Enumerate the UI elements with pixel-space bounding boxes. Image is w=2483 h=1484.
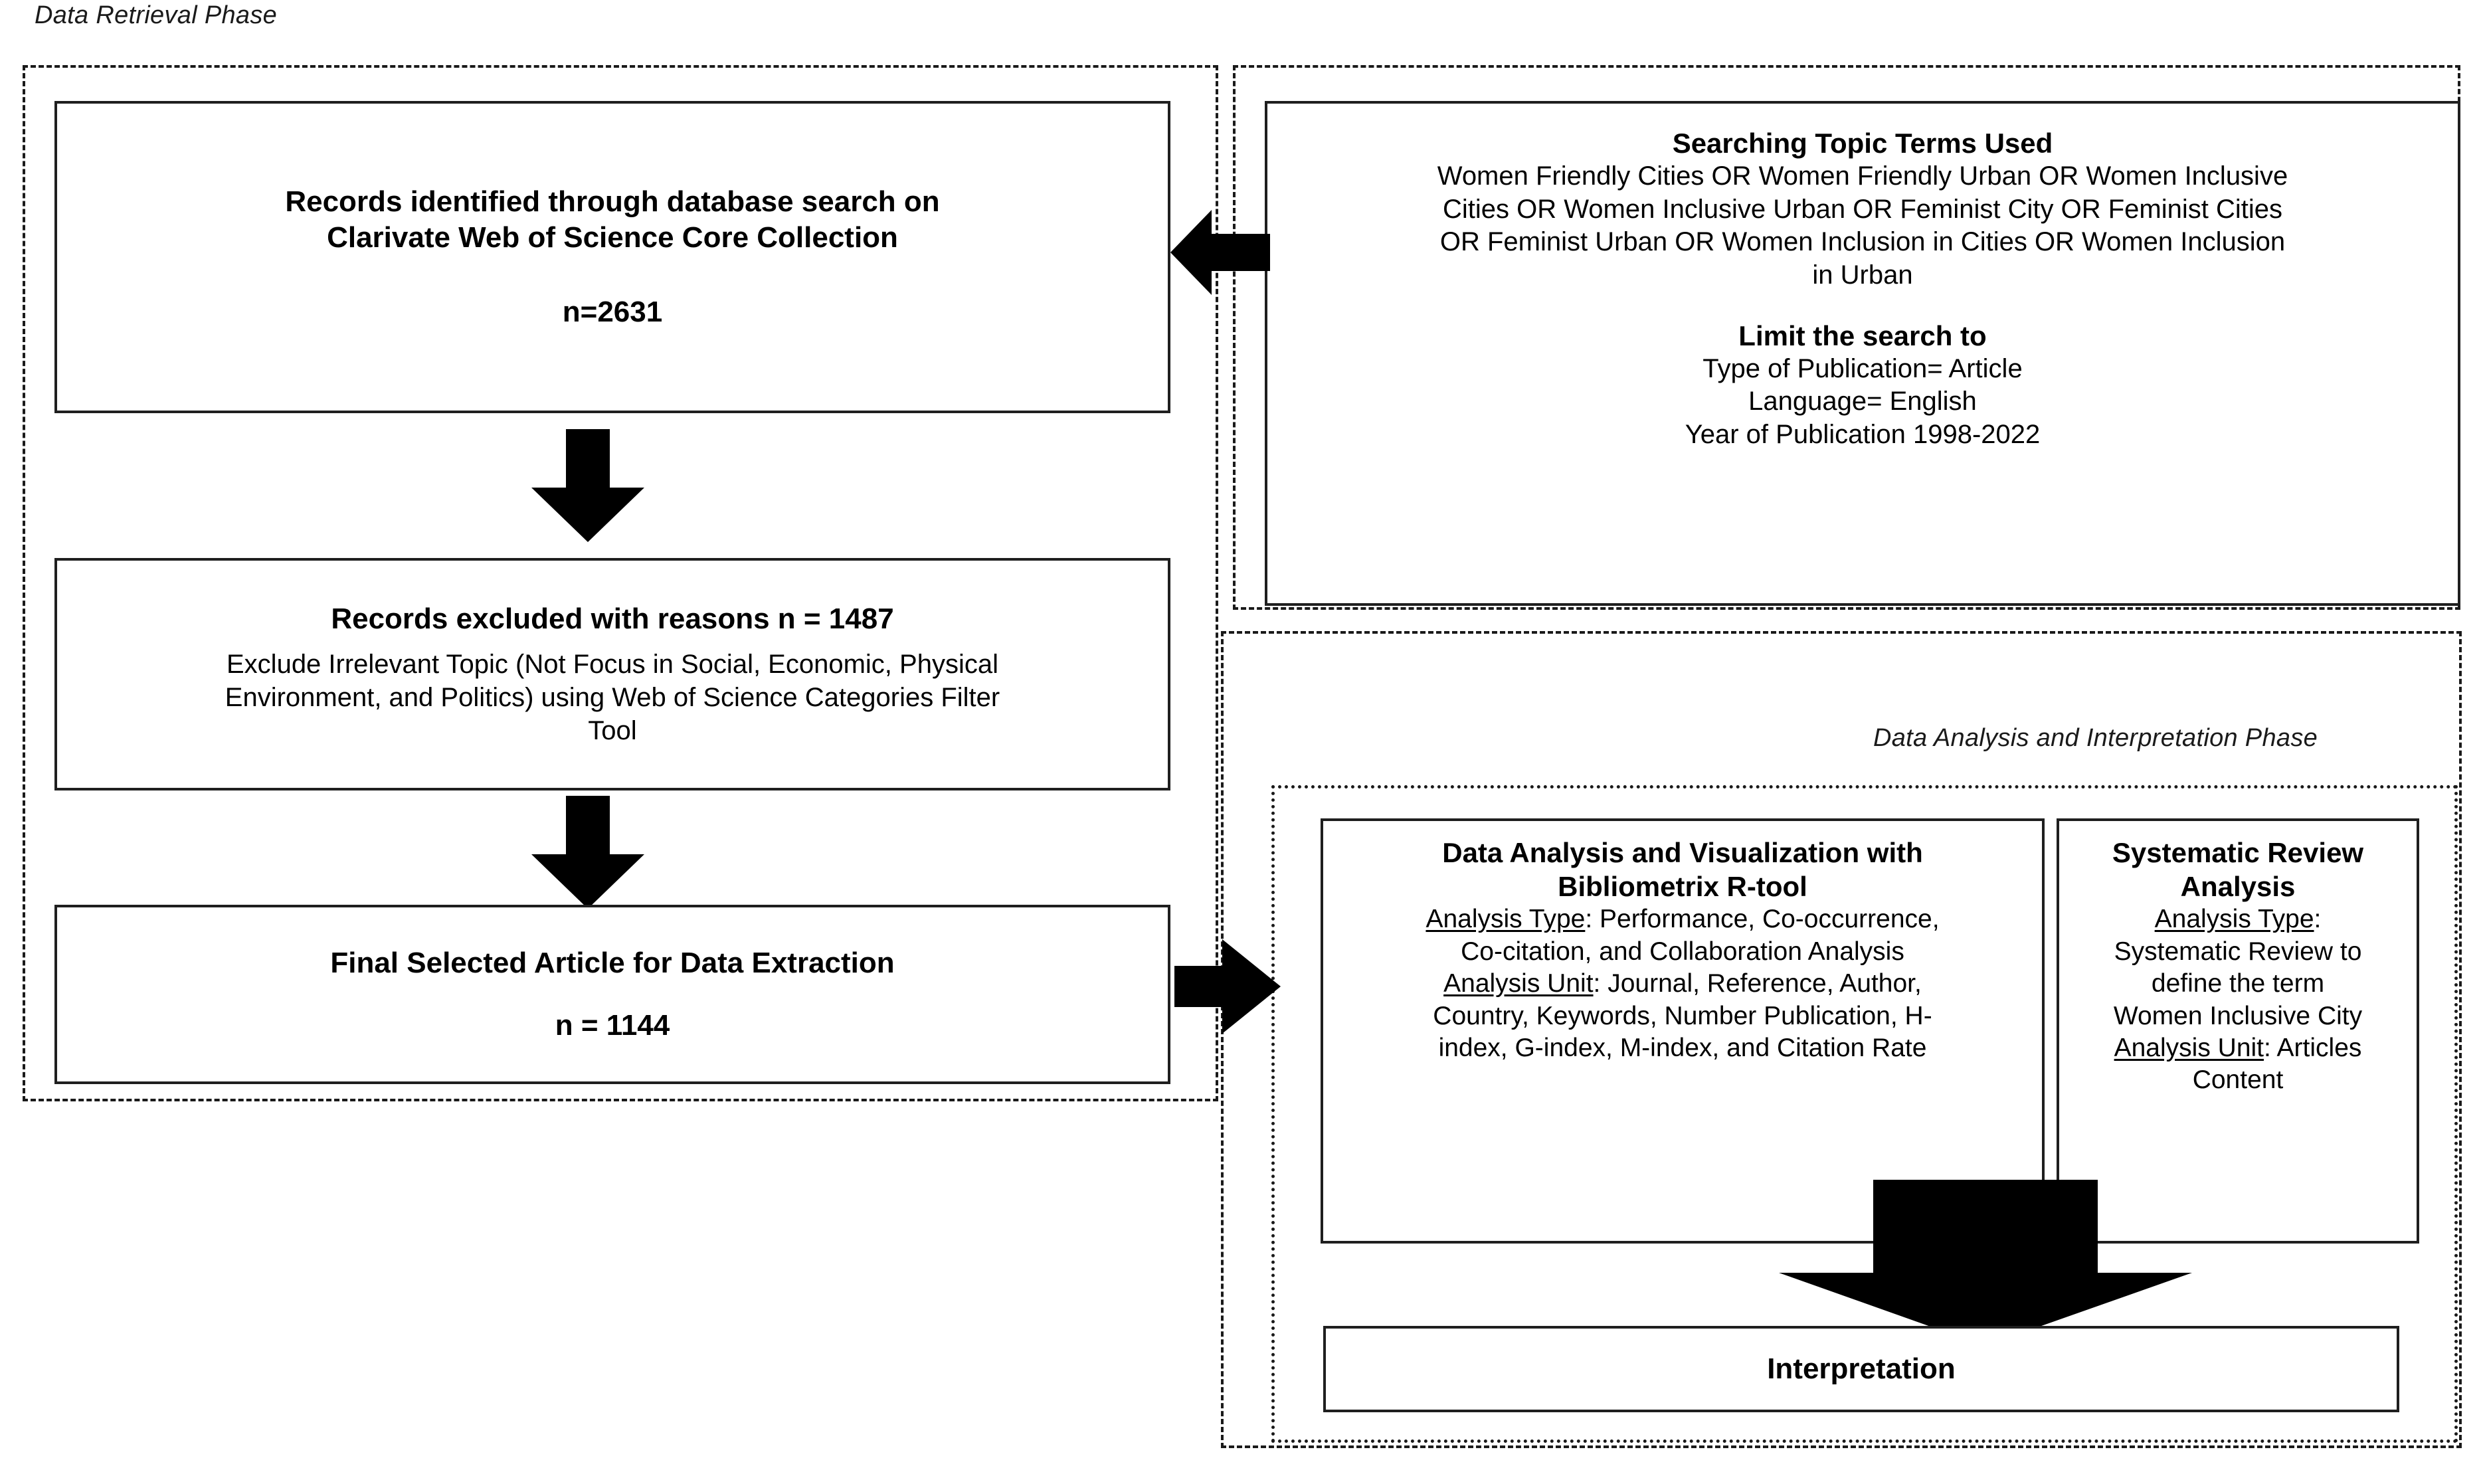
- limit-search-heading: Limit the search to: [1738, 320, 1987, 351]
- search-terms-line-2: Cities OR Women Inclusive Urban OR Femin…: [1443, 194, 2282, 224]
- systematic-review-analysis-unit-cont: Content: [2192, 1066, 2284, 1095]
- node-records-identified: Records identified through database sear…: [54, 101, 1170, 413]
- interpretation-label: Interpretation: [1767, 1352, 1956, 1386]
- data-analysis-phase-outer-container: [1221, 631, 2462, 1448]
- phase-label-data-retrieval: Data Retrieval Phase: [35, 1, 278, 29]
- records-identified-line1: Records identified through database sear…: [285, 185, 940, 219]
- records-excluded-reason-line-3: Tool: [588, 715, 637, 745]
- arrow-left-search-to-records: [1170, 199, 1270, 306]
- node-bibliometrix-analysis: Data Analysis and Visualization with Bib…: [1321, 818, 2045, 1244]
- arrow-right-final-to-analysis: [1174, 930, 1281, 1043]
- systematic-review-analysis-type-colon: :: [2314, 905, 2322, 934]
- limit-year: Year of Publication 1998-2022: [1685, 420, 2041, 450]
- limit-publication-type: Type of Publication= Article: [1702, 353, 2023, 383]
- bibliometrix-analysis-unit-cont-1: Country, Keywords, Number Publication, H…: [1433, 1001, 1932, 1030]
- bibliometrix-title-line-1: Data Analysis and Visualization with: [1442, 837, 1923, 868]
- bibliometrix-analysis-unit-row: Analysis Unit: Journal, Reference, Autho…: [1443, 968, 1922, 1000]
- records-excluded-reason-line-1: Exclude Irrelevant Topic (Not Focus in S…: [227, 650, 998, 680]
- node-systematic-review-analysis: Systematic Review Analysis Analysis Type…: [2057, 818, 2419, 1244]
- final-selected-count: n = 1144: [555, 1009, 670, 1042]
- node-interpretation: Interpretation: [1323, 1326, 2399, 1412]
- records-excluded-reason-line-2: Environment, and Politics) using Web of …: [225, 683, 1000, 713]
- search-terms-line-4: in Urban: [1812, 260, 1913, 290]
- data-retrieval-phase-container: [23, 65, 1218, 1101]
- search-terms-heading: Searching Topic Terms Used: [1672, 128, 2053, 159]
- systematic-review-type-line-2: define the term: [2151, 969, 2325, 998]
- bibliometrix-analysis-type-row: Analysis Type: Performance, Co-occurrenc…: [1425, 903, 1939, 935]
- bibliometrix-analysis-type-value: : Performance, Co-occurrence,: [1585, 905, 1940, 934]
- bibliometrix-analysis-type-cont: Co-citation, and Collaboration Analysis: [1461, 937, 1904, 966]
- node-search-terms: Searching Topic Terms Used Women Friendl…: [1265, 101, 2460, 606]
- bibliometrix-analysis-unit-label: Analysis Unit: [1443, 969, 1594, 998]
- systematic-review-analysis-unit-label: Analysis Unit: [2114, 1033, 2264, 1062]
- systematic-review-analysis-type-label: Analysis Type: [2154, 905, 2314, 934]
- bibliometrix-title-line-2: Bibliometrix R-tool: [1558, 871, 1807, 903]
- records-identified-count: n=2631: [562, 295, 663, 328]
- node-records-excluded: Records excluded with reasons n = 1487 E…: [54, 558, 1170, 790]
- data-analysis-phase-inner-container: [1271, 785, 2458, 1443]
- systematic-review-analysis-unit-value: : Articles: [2264, 1033, 2362, 1062]
- arrow-down-analysis-to-interpretation: [1693, 1180, 2277, 1346]
- systematic-review-type-line-1: Systematic Review to: [2114, 937, 2362, 966]
- arrow-down-records-to-excluded: [525, 429, 651, 542]
- search-terms-line-1: Women Friendly Cities OR Women Friendly …: [1437, 161, 2288, 191]
- search-terms-line-3: OR Feminist Urban OR Women Inclusion in …: [1439, 227, 2286, 257]
- bibliometrix-analysis-unit-value: : Journal, Reference, Author,: [1593, 969, 1922, 998]
- limit-language: Language= English: [1748, 387, 1977, 417]
- records-excluded-heading: Records excluded with reasons n = 1487: [331, 602, 894, 635]
- bibliometrix-analysis-unit-cont-2: index, G-index, M-index, and Citation Ra…: [1438, 1033, 1927, 1062]
- records-identified-line2: Clarivate Web of Science Core Collection: [327, 221, 898, 254]
- systematic-review-title-line-1: Systematic Review: [2112, 837, 2364, 868]
- systematic-review-analysis-unit-row: Analysis Unit: Articles: [2114, 1032, 2362, 1064]
- phase-label-data-analysis: Data Analysis and Interpretation Phase: [1873, 724, 2318, 752]
- final-selected-heading: Final Selected Article for Data Extracti…: [330, 947, 895, 980]
- bibliometrix-analysis-type-label: Analysis Type: [1425, 905, 1586, 934]
- systematic-review-analysis-type-row: Analysis Type:: [2155, 903, 2322, 935]
- node-final-selected-article: Final Selected Article for Data Extracti…: [54, 905, 1170, 1084]
- arrow-down-excluded-to-final: [525, 796, 651, 909]
- systematic-review-title-line-2: Analysis: [2180, 871, 2296, 903]
- systematic-review-type-line-3: Women Inclusive City: [2113, 1001, 2363, 1030]
